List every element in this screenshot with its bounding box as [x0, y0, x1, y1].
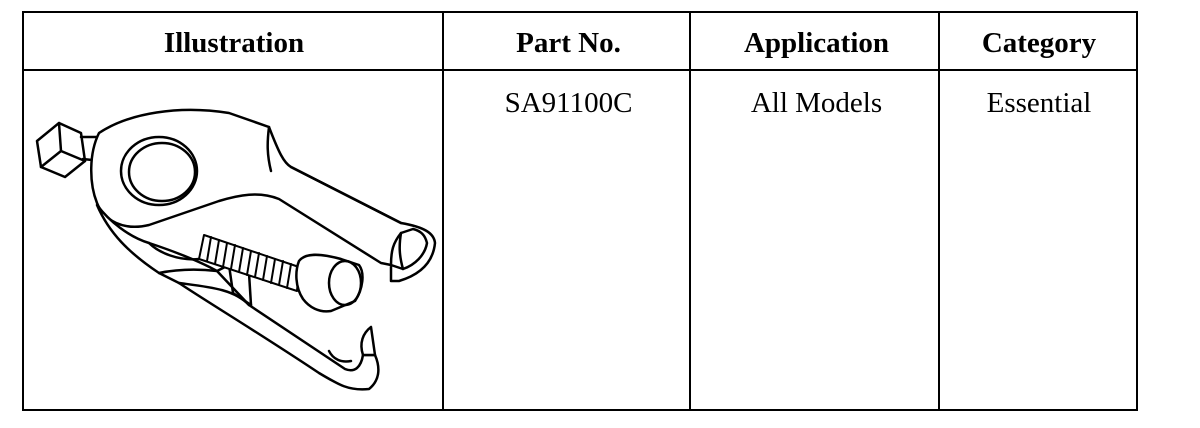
application-value: All Models [750, 87, 883, 119]
header-part-no: Part No. [516, 27, 621, 59]
column-divider [442, 13, 444, 409]
header-illustration: Illustration [163, 27, 305, 59]
category-value: Essential [986, 87, 1092, 119]
column-divider [689, 13, 691, 409]
header-application: Application [743, 27, 890, 59]
header-category: Category [981, 27, 1097, 59]
column-divider [938, 13, 940, 409]
tool-table: Illustration Part No. Application Catego… [22, 11, 1138, 411]
header-divider [24, 69, 1136, 71]
part-number: SA91100C [504, 87, 633, 119]
puller-tool-icon [29, 93, 439, 403]
